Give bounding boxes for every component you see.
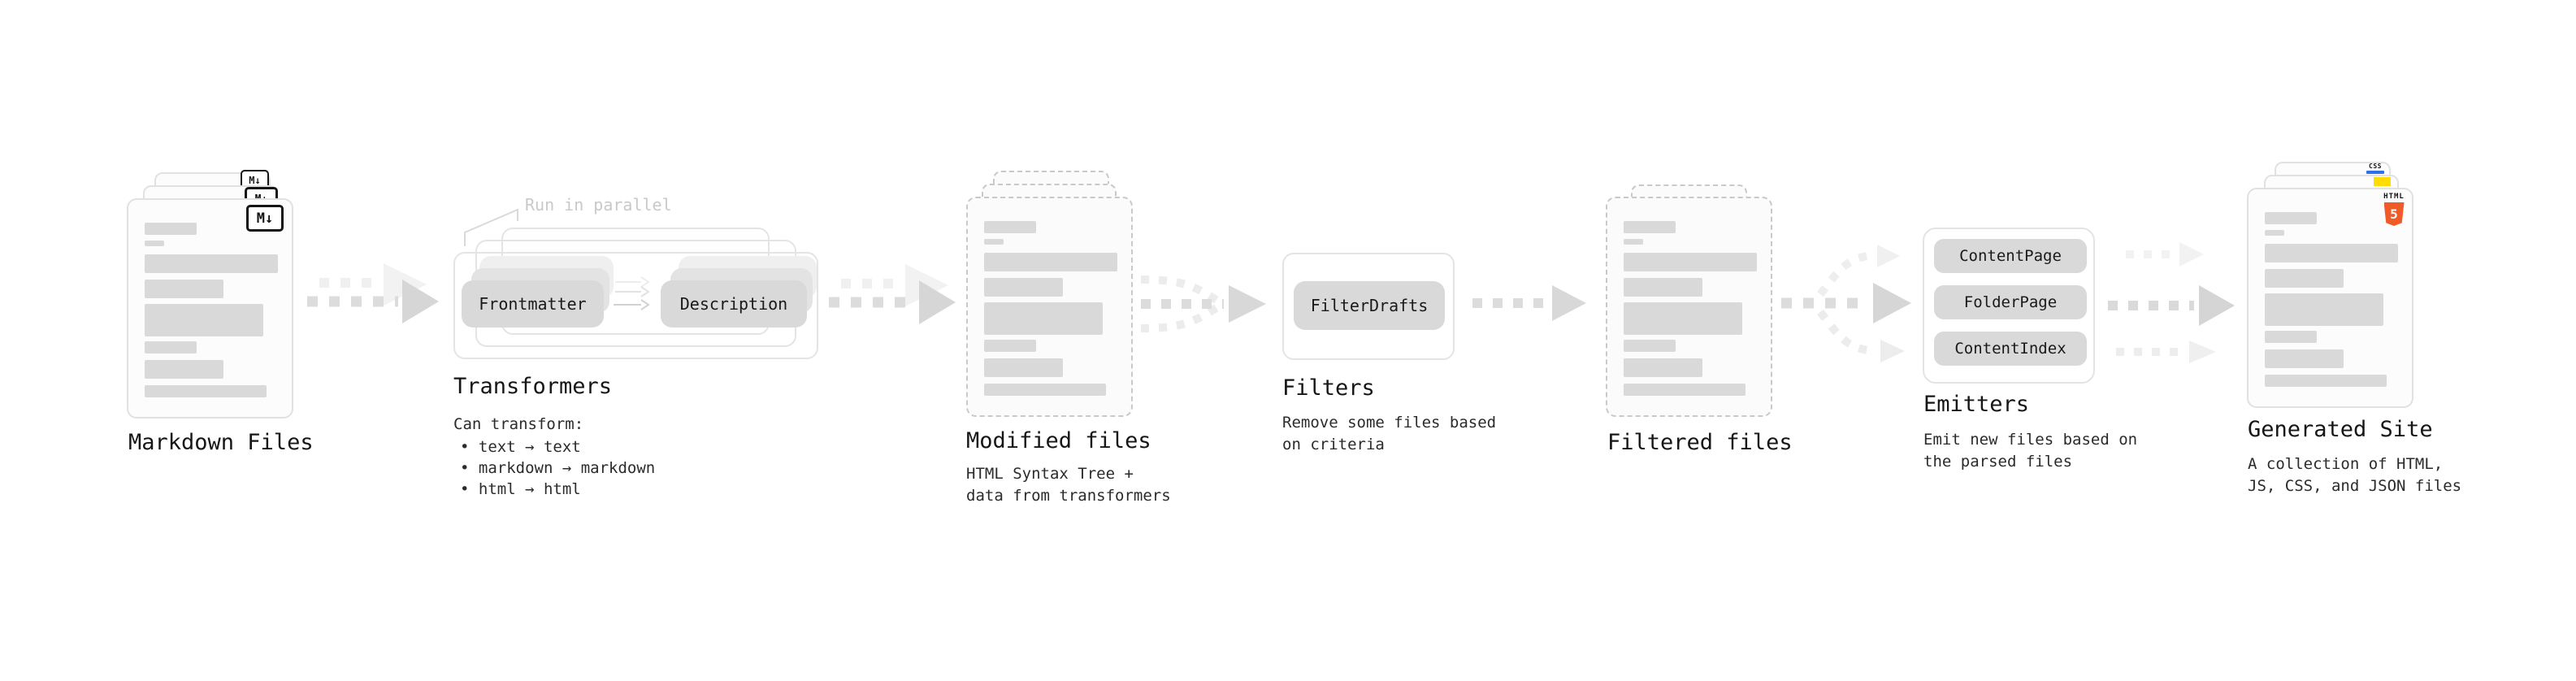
plugin-contentindex: ContentIndex	[1934, 332, 2087, 366]
text-placeholder-bar	[1624, 302, 1742, 335]
plugin-description: Description	[661, 280, 807, 327]
bullet-item: • text → text	[460, 438, 581, 456]
text-placeholder-bar	[984, 278, 1063, 297]
markdown-file-front: M↓	[127, 198, 293, 419]
generated-file-front: HTML 5	[2247, 188, 2413, 408]
markdown-files-label: Markdown Files	[128, 430, 314, 455]
description-line: the parsed files	[1923, 453, 2073, 471]
text-placeholder-bar	[2265, 269, 2344, 288]
text-placeholder-bar	[1624, 278, 1702, 297]
text-placeholder-bar	[984, 358, 1063, 377]
arrow-markdown-to-transformers	[307, 263, 439, 323]
text-placeholder-bar	[984, 340, 1036, 352]
text-placeholder-bar	[1624, 384, 1746, 396]
text-placeholder-bar	[145, 223, 197, 235]
html5-shield: 5	[2383, 202, 2405, 226]
arrow-emitters-to-generated	[2108, 242, 2235, 363]
plugin-contentpage: ContentPage	[1934, 239, 2087, 273]
arrow-filtered-to-emitters	[1781, 245, 1911, 362]
description-line: HTML Syntax Tree +	[966, 465, 1134, 483]
html5-label: HTML	[2383, 193, 2405, 201]
text-placeholder-bar	[984, 221, 1036, 233]
description-line: A collection of HTML,	[2248, 455, 2444, 473]
text-placeholder-bar	[145, 385, 267, 397]
plugin-folderpage: FolderPage	[1934, 285, 2087, 319]
description-line: Emit new files based on	[1923, 431, 2138, 449]
text-placeholder-bar	[2265, 375, 2387, 387]
text-placeholder-bar	[1624, 340, 1676, 352]
emitters-description: Emit new files based on the parsed files	[1923, 429, 2137, 473]
text-placeholder-bar	[984, 302, 1103, 335]
text-placeholder-bar	[145, 254, 278, 273]
markdown-icon: M↓	[246, 205, 284, 232]
run-in-parallel-annotation: Run in parallel	[525, 195, 672, 215]
description-line: data from transformers	[966, 487, 1171, 505]
text-placeholder-bar	[145, 280, 223, 298]
filters-description: Remove some files based on criteria	[1282, 412, 1496, 456]
transformer-frame-front	[453, 252, 818, 359]
arrow-transformers-to-modified	[829, 264, 956, 324]
arrow-filters-to-filtered	[1472, 285, 1586, 321]
filtered-file-front	[1606, 197, 1772, 417]
text-placeholder-bar	[145, 341, 197, 354]
emitters-heading: Emitters	[1923, 392, 2030, 417]
text-placeholder-bar	[2265, 349, 2344, 368]
transformers-heading: Transformers	[453, 374, 613, 399]
css-file-icon: CSS	[2366, 163, 2384, 174]
plugin-frontmatter: Frontmatter	[462, 280, 604, 327]
text-placeholder-bar	[1624, 221, 1676, 233]
js-file-icon	[2374, 177, 2391, 186]
html5-icon: HTML 5	[2381, 193, 2407, 226]
text-placeholder-bar	[984, 384, 1106, 396]
text-placeholder-bar	[1624, 253, 1757, 271]
css-label: CSS	[2369, 163, 2382, 170]
bullet-item: • html → html	[460, 480, 581, 498]
arrow-modified-to-filters	[1140, 275, 1266, 332]
description-line: JS, CSS, and JSON files	[2248, 477, 2462, 495]
transformers-bullet-list: • text → text • markdown → markdown • ht…	[460, 436, 655, 500]
modified-files-description: HTML Syntax Tree + data from transformer…	[966, 463, 1171, 507]
text-placeholder-bar	[1624, 358, 1702, 377]
generated-site-label: Generated Site	[2248, 417, 2433, 442]
description-line: Remove some files based	[1282, 414, 1497, 432]
text-placeholder-bar	[145, 304, 263, 336]
text-placeholder-bar	[984, 253, 1117, 271]
transformers-note-title: Can transform:	[453, 415, 584, 433]
text-placeholder-bar	[984, 239, 1004, 245]
filters-heading: Filters	[1282, 375, 1375, 401]
text-placeholder-bar	[2265, 212, 2317, 224]
modified-files-label: Modified files	[966, 428, 1151, 453]
filtered-files-label: Filtered files	[1607, 430, 1793, 455]
text-placeholder-bar	[1624, 239, 1643, 245]
modified-file-front	[966, 197, 1133, 417]
text-placeholder-bar	[2265, 293, 2383, 326]
description-line: on criteria	[1282, 436, 1385, 453]
text-placeholder-bar	[145, 360, 223, 379]
text-placeholder-bar	[2265, 230, 2284, 236]
text-placeholder-bar	[2265, 244, 2398, 262]
text-placeholder-bar	[145, 241, 164, 246]
bullet-item: • markdown → markdown	[460, 459, 656, 477]
css-underline	[2366, 171, 2384, 174]
plugin-filterdrafts: FilterDrafts	[1294, 281, 1445, 330]
generated-site-description: A collection of HTML, JS, CSS, and JSON …	[2248, 453, 2461, 497]
text-placeholder-bar	[2265, 331, 2317, 343]
